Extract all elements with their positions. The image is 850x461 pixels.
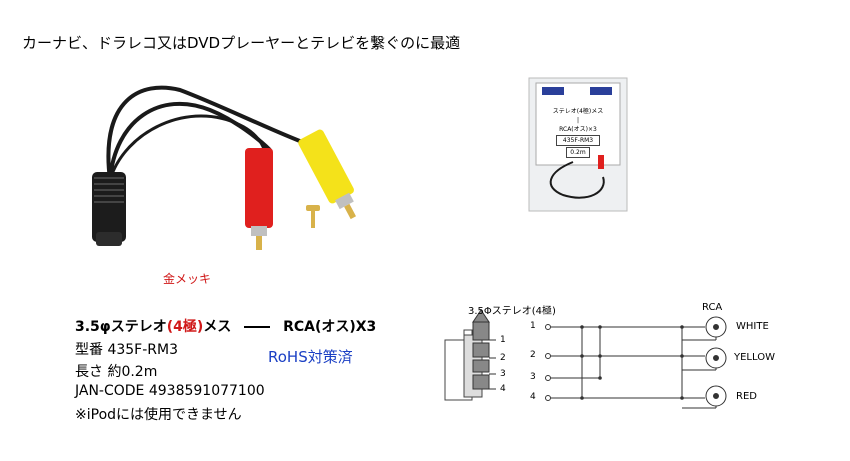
length-value: 約0.2m: [107, 364, 158, 380]
package-label-line: 435F-RM3: [556, 135, 600, 146]
rca-label: RCA: [702, 302, 723, 313]
title-gender: メス: [203, 319, 232, 335]
headline: カーナビ、ドラレコ又はDVDプレーヤーとテレビを繋ぐのに最適: [22, 34, 461, 52]
package-label-line: ステレオ(4極)メス: [552, 108, 604, 115]
output-red-label: RED: [736, 391, 757, 402]
pin-number: 1: [530, 321, 536, 331]
title-dash: [244, 326, 271, 328]
cable-photo: [92, 85, 357, 250]
title-poles: (4極): [166, 319, 204, 335]
wiring-diagram: [444, 309, 727, 409]
pin-number: 3: [530, 372, 536, 382]
jan-row: JAN-CODE 4938591077100: [75, 383, 265, 399]
pin-number: 2: [530, 350, 536, 360]
model-row: 型番 435F-RM3: [75, 339, 178, 359]
gold-plating-label: 金メッキ: [163, 272, 212, 286]
output-yellow-label: YELLOW: [734, 352, 775, 363]
rohs-badge: RoHS対策済: [268, 348, 353, 366]
plug-pin-number: 4: [500, 384, 506, 394]
product-title: 3.5φステレオ(4極)メス RCA(オス)X3: [75, 316, 376, 336]
package-photo: ステレオ(4極)メス | RCA(オス)×3 435F-RM3 0.2m: [528, 77, 628, 212]
plug-pin-number: 3: [500, 369, 506, 379]
jan-label: JAN-CODE: [75, 383, 145, 399]
model-value: 435F-RM3: [107, 342, 178, 358]
jan-value: 4938591077100: [148, 383, 265, 399]
plug-pin-number: 1: [500, 335, 506, 345]
pin-number: 4: [530, 392, 536, 402]
output-white-label: WHITE: [736, 321, 769, 332]
ipod-note: ※iPodには使用できません: [75, 407, 242, 423]
package-label-line: 0.2m: [566, 147, 590, 158]
length-row: 長さ 約0.2m: [75, 361, 157, 381]
plug-pin-number: 2: [500, 353, 506, 363]
title-rca: RCA(オス)X3: [283, 319, 377, 335]
package-label-line: RCA(オス)×3: [559, 126, 597, 133]
model-label: 型番: [75, 342, 103, 358]
plug-label: 3.5Φステレオ(4極): [468, 306, 556, 317]
package-label-line: |: [576, 117, 580, 124]
length-label: 長さ: [75, 364, 103, 380]
title-plug: 3.5φステレオ: [75, 319, 167, 335]
